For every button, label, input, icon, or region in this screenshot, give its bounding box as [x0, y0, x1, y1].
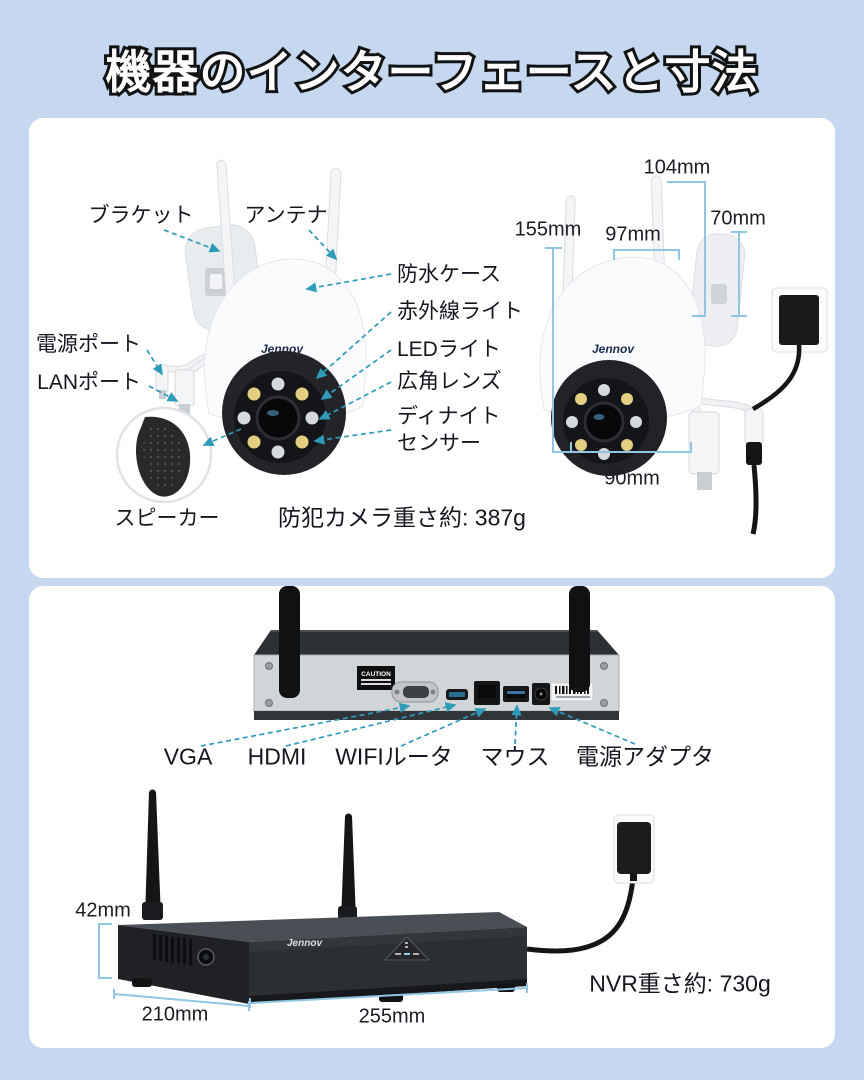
- dc-power-jack: [532, 683, 550, 705]
- brand-logo: Jennov: [592, 342, 635, 356]
- label-power-port: 電源ポート: [36, 332, 141, 356]
- nvr-antenna-left: [279, 586, 300, 698]
- wall-outlet: [751, 287, 828, 411]
- nvr-front-view: Jennov: [118, 789, 655, 1004]
- dimension-lines: [545, 181, 747, 453]
- speaker-detail-circle: [115, 406, 213, 504]
- nvr-antenna-left: [145, 792, 161, 918]
- hdmi-port: [446, 689, 468, 700]
- label-vga: VGA: [163, 743, 213, 770]
- nvr-antenna-right: [341, 816, 356, 920]
- brand-logo: Jennov: [287, 938, 323, 949]
- adapter-cable: [751, 344, 802, 411]
- dim-nvr-width: 255mm: [358, 1005, 426, 1028]
- dimension-lines: [98, 923, 528, 1011]
- power-connector: [155, 364, 169, 393]
- label-speaker: スピーカー: [114, 506, 220, 530]
- label-waterproof-case: 防水ケース: [397, 262, 501, 286]
- power-connector: [744, 408, 764, 445]
- nvr-top-face: [118, 912, 527, 942]
- adapter-cable: [526, 877, 636, 954]
- label-bracket: ブラケット: [88, 203, 194, 227]
- vent-grille: [153, 934, 192, 965]
- label-lan-port: LANポート: [37, 370, 141, 394]
- nvr-antenna-right: [569, 586, 590, 692]
- dim-nvr-depth: 210mm: [141, 1003, 209, 1026]
- camera-illustration: Jennov: [115, 159, 828, 535]
- nvr-illustration: CAUTION: [98, 586, 655, 1011]
- camera-front-view: Jennov: [115, 159, 367, 504]
- callout-arrows: [146, 229, 392, 446]
- nvr-weight-text: NVR重さ約: 730g: [589, 970, 771, 997]
- label-wifi-router: WIFIルータ: [335, 743, 453, 770]
- camera-dimension-view: Jennov: [539, 175, 828, 535]
- page-title: 機器のインターフェースと寸法: [103, 43, 761, 101]
- camera-head: [551, 360, 667, 476]
- power-adapter: [779, 295, 819, 345]
- camera-section-card: Jennov: [29, 118, 835, 578]
- nvr-rear-view: CAUTION: [253, 586, 620, 720]
- dim-bracket-height: 70mm: [710, 207, 766, 230]
- power-cable: [750, 464, 759, 535]
- led-indicator-panel: [383, 936, 431, 961]
- label-power-adapter: 電源アダプタ: [576, 743, 714, 770]
- label-antenna: アンテナ: [244, 203, 328, 227]
- dim-antenna-height: 104mm: [643, 156, 711, 179]
- vga-port: [391, 681, 439, 703]
- dim-base-width: 90mm: [604, 467, 660, 490]
- usb-port: [503, 686, 529, 702]
- lan-connector: [688, 411, 720, 475]
- nvr-top-face: [254, 630, 619, 655]
- ethernet-port: [474, 681, 500, 705]
- camera-lens: [255, 395, 301, 441]
- dim-body-height: 155mm: [514, 218, 582, 241]
- label-mouse: マウス: [480, 743, 550, 770]
- label-daynight-sensor: ディナイト センサー: [397, 405, 501, 455]
- wall-outlet: [613, 814, 655, 884]
- dim-nvr-height: 42mm: [75, 899, 131, 922]
- caution-sticker: CAUTION: [357, 666, 395, 690]
- port-callout-arrows: [200, 702, 636, 747]
- svg-text:CAUTION: CAUTION: [361, 671, 391, 678]
- power-adapter: [617, 822, 651, 874]
- lan-connector: [174, 369, 195, 407]
- label-ir-light: 赤外線ライト: [397, 299, 523, 323]
- camera-weight-text: 防犯カメラ重さ約: 387g: [278, 504, 526, 531]
- label-led-light: LEDライト: [397, 337, 501, 361]
- label-hdmi: HDMI: [247, 743, 307, 770]
- label-wide-angle-lens: 広角レンズ: [397, 369, 502, 393]
- dim-top-width: 97mm: [605, 223, 661, 246]
- nvr-section-card: CAUTION: [29, 586, 835, 1048]
